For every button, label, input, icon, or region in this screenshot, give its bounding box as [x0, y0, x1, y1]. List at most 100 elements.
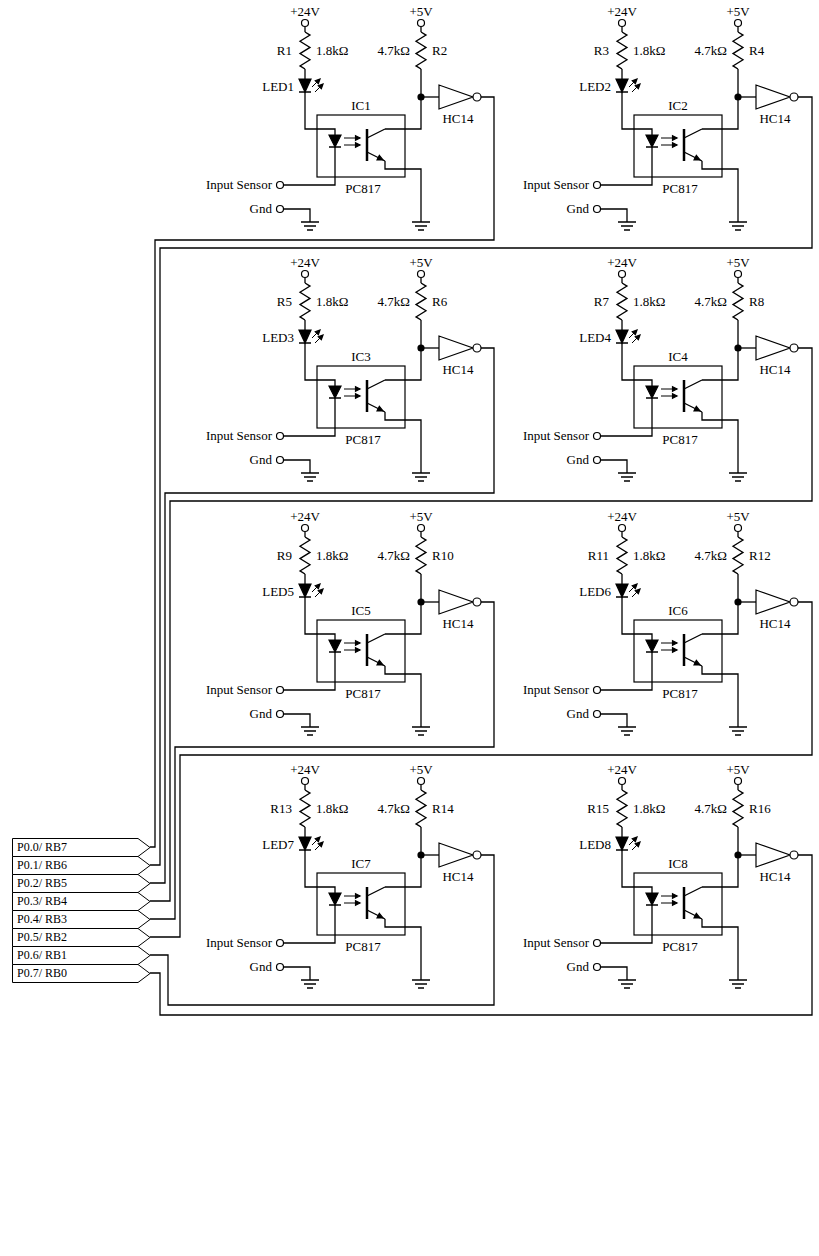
light-arrow — [318, 84, 323, 89]
light-arrow — [672, 901, 677, 905]
led-name: LED2 — [578, 80, 612, 95]
light-arrow — [355, 394, 360, 398]
wire — [304, 320, 305, 330]
inverter-symbol — [756, 843, 790, 867]
transistor-symbol — [367, 152, 385, 161]
pin-outline — [13, 965, 151, 983]
part-number: PC817 — [661, 182, 698, 197]
led-symbol — [646, 135, 658, 147]
pin-name: P0.4/ RB3 — [12, 910, 151, 928]
led-name: LED3 — [261, 331, 295, 346]
wire — [601, 967, 628, 980]
terminal-label: Gnd — [566, 707, 590, 722]
resistor-symbol — [416, 790, 426, 827]
input-terminal — [594, 182, 601, 189]
wire — [385, 69, 421, 129]
optocoupler-package — [634, 366, 722, 428]
wire — [738, 96, 756, 97]
pin-outline — [13, 839, 151, 857]
ground-terminal — [277, 206, 284, 213]
resistor-name: R9 — [276, 549, 293, 564]
led-symbol — [616, 79, 628, 92]
inverter-bubble — [473, 851, 481, 859]
resistor-name: R15 — [586, 802, 610, 817]
light-arrow — [355, 894, 360, 898]
inverter-bubble — [790, 344, 798, 352]
supply-terminal — [735, 271, 742, 278]
transistor-symbol — [367, 380, 385, 389]
wire — [284, 652, 336, 690]
wire — [304, 532, 305, 538]
resistor-name: R4 — [748, 44, 765, 59]
wire — [601, 209, 628, 222]
supply-terminal — [418, 20, 425, 27]
resistor-value: 1.8kΩ — [315, 44, 349, 59]
light-arrow — [355, 648, 360, 652]
terminal-label: Input Sensor — [522, 178, 590, 193]
supply-label: +24V — [606, 256, 638, 271]
supply-label: +5V — [408, 763, 433, 778]
transistor-symbol — [367, 634, 385, 643]
ground-terminal — [594, 206, 601, 213]
wire — [385, 320, 421, 380]
wire — [622, 597, 652, 640]
supply-label: +24V — [606, 510, 638, 525]
light-arrow — [315, 837, 320, 842]
wire — [305, 597, 335, 640]
resistor-value: 1.8kΩ — [315, 549, 349, 564]
light-arrow — [318, 335, 323, 340]
ground-symbol — [307, 734, 313, 736]
ground-symbol — [301, 726, 319, 728]
wire — [304, 827, 305, 837]
wire — [702, 320, 738, 380]
led-symbol — [616, 837, 628, 850]
supply-label: +24V — [289, 5, 321, 20]
light-arrow — [632, 84, 640, 92]
ground-symbol — [304, 225, 316, 227]
wire — [421, 601, 439, 602]
wire — [385, 161, 421, 222]
light-arrow — [355, 901, 360, 905]
ground-symbol — [729, 472, 747, 474]
resistor-name: R13 — [269, 802, 293, 817]
connector-pin: P0.1/ RB6 — [12, 856, 151, 875]
light-arrow — [632, 330, 637, 335]
inverter-symbol — [439, 85, 473, 109]
optocoupler-package — [317, 873, 405, 935]
gate-name: HC14 — [758, 617, 791, 632]
pin-name: P0.6/ RB1 — [12, 946, 151, 964]
wire — [305, 92, 335, 135]
signal-wire — [150, 855, 812, 1015]
resistor-name: R16 — [748, 802, 772, 817]
gate-name: HC14 — [758, 870, 791, 885]
light-arrow — [355, 143, 360, 147]
ground-symbol — [735, 229, 741, 231]
ground-symbol — [301, 979, 319, 981]
inverter-bubble — [473, 93, 481, 101]
transistor-symbol — [694, 660, 700, 665]
optocoupler-package — [634, 873, 722, 935]
wire — [601, 714, 628, 727]
light-arrow — [632, 584, 637, 589]
wire — [702, 161, 738, 222]
connector-pin: P0.5/ RB2 — [12, 928, 151, 947]
light-arrow — [315, 79, 320, 84]
input-terminal — [277, 940, 284, 947]
light-arrow — [672, 136, 677, 140]
wire — [304, 278, 305, 284]
ground-symbol — [732, 476, 744, 478]
inverter-bubble — [790, 93, 798, 101]
resistor-symbol — [416, 537, 426, 574]
ground-symbol — [412, 472, 430, 474]
light-arrow — [635, 842, 640, 847]
light-arrow — [315, 842, 323, 850]
transistor-symbol — [683, 380, 686, 412]
transistor-symbol — [684, 887, 702, 896]
pin-name: P0.2/ RB5 — [12, 874, 151, 892]
ic-name: IC5 — [350, 604, 372, 619]
supply-terminal — [418, 525, 425, 532]
transistor-symbol — [366, 887, 369, 919]
optocoupler-package — [634, 115, 722, 177]
resistor-value: 4.7kΩ — [377, 44, 411, 59]
signal-wire — [150, 97, 812, 865]
